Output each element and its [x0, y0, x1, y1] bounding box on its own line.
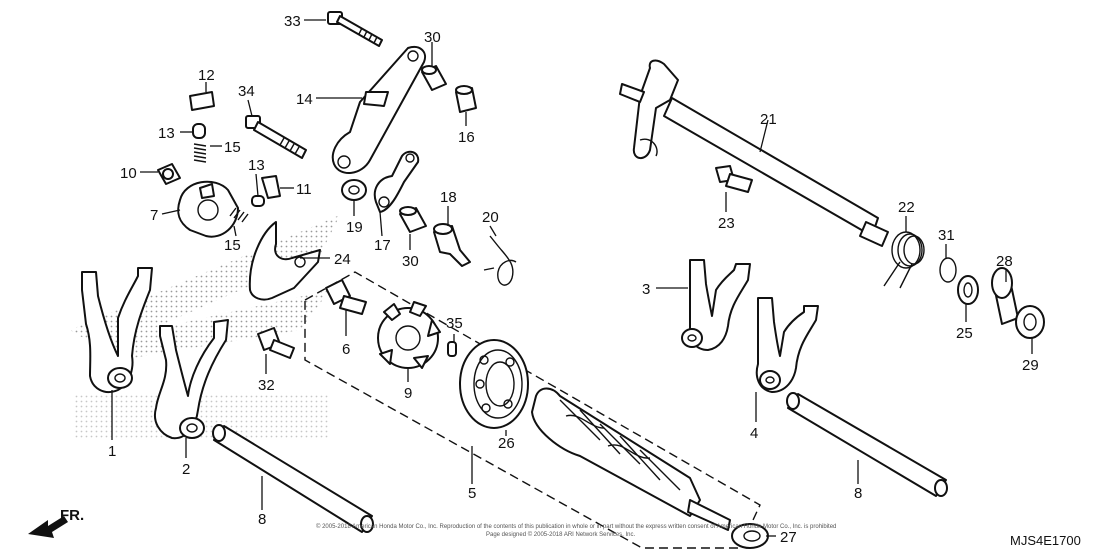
part-11-clip[interactable] [261, 175, 281, 199]
label-part-24[interactable]: 24 [334, 251, 351, 268]
label-part-30-upper[interactable]: 30 [424, 29, 441, 46]
label-part-13-upper[interactable]: 13 [158, 125, 175, 142]
label-part-28[interactable]: 28 [996, 253, 1013, 270]
part-28-needle-bearing[interactable] [991, 267, 1019, 325]
part-8-shaft-left[interactable] [212, 424, 374, 533]
label-part-30-lower[interactable]: 30 [402, 253, 419, 270]
label-part-3[interactable]: 3 [642, 281, 650, 298]
label-part-14[interactable]: 14 [296, 91, 313, 108]
label-part-15-upper[interactable]: 15 [224, 139, 241, 156]
part-23-bolt[interactable] [715, 165, 753, 193]
arrow-icon [28, 516, 68, 538]
part-18-bolt[interactable] [433, 223, 471, 267]
label-part-1[interactable]: 1 [108, 443, 116, 460]
label-part-17[interactable]: 17 [374, 237, 391, 254]
part-26-bearing[interactable] [459, 339, 529, 429]
label-part-22[interactable]: 22 [898, 199, 915, 216]
part-5-shift-drum[interactable] [531, 387, 731, 531]
label-part-13-lower[interactable]: 13 [248, 157, 265, 174]
part-15-spring-upper[interactable] [193, 143, 207, 163]
part-10-bolt[interactable] [157, 163, 181, 185]
label-part-26[interactable]: 26 [498, 435, 515, 452]
label-part-15-lower[interactable]: 15 [224, 237, 241, 254]
direction-label: FR. [60, 507, 84, 524]
part-7-drum-shifter[interactable] [177, 180, 239, 238]
copyright-line-1: © 2005-2018 American Honda Motor Co., In… [316, 523, 836, 530]
diagram-code: MJS4E1700 [1010, 533, 1081, 548]
label-part-35[interactable]: 35 [446, 315, 463, 332]
part-30-collar-upper[interactable] [421, 65, 447, 91]
part-30-collar-lower[interactable] [399, 206, 427, 233]
label-part-32[interactable]: 32 [258, 377, 275, 394]
assembly-boundary-dashed [304, 271, 761, 549]
part-32-bolt[interactable] [257, 327, 295, 359]
label-part-6[interactable]: 6 [342, 341, 350, 358]
label-part-27[interactable]: 27 [780, 529, 797, 546]
part-14-stopper-plate[interactable] [331, 46, 426, 174]
part-24-plate[interactable] [248, 221, 321, 301]
label-part-29[interactable]: 29 [1022, 357, 1039, 374]
part-13-pin-lower[interactable] [251, 195, 265, 207]
label-part-21[interactable]: 21 [760, 111, 777, 128]
part-22-spring[interactable] [883, 231, 925, 289]
part-19-washer[interactable] [341, 179, 367, 201]
part-20-spring[interactable] [483, 235, 517, 286]
copyright-line-2: Page designed © 2005-2018 ARI Network Se… [486, 531, 636, 538]
part-6-bolt[interactable] [325, 279, 367, 315]
part-27-bearing[interactable] [731, 523, 769, 549]
part-21-gearshift-spindle[interactable] [619, 59, 889, 247]
label-part-18[interactable]: 18 [440, 189, 457, 206]
part-17-stopper-arm[interactable] [373, 150, 420, 213]
copyright-footer: © 2005-2018 American Honda Motor Co., In… [316, 523, 836, 538]
label-part-8-right[interactable]: 8 [854, 485, 862, 502]
part-8-shaft-right[interactable] [786, 392, 948, 497]
leader-lines [111, 19, 1033, 537]
label-part-8-left[interactable]: 8 [258, 511, 266, 528]
label-part-23[interactable]: 23 [718, 215, 735, 232]
part-34-bolt[interactable] [245, 115, 307, 159]
part-12-clip[interactable] [189, 91, 215, 111]
label-part-12[interactable]: 12 [198, 67, 215, 84]
label-part-34[interactable]: 34 [238, 83, 255, 100]
part-4-shift-fork[interactable] [755, 297, 819, 393]
front-direction-indicator: FR. [28, 507, 84, 538]
label-part-16[interactable]: 16 [458, 129, 475, 146]
part-9-star-plate[interactable] [377, 301, 441, 369]
label-part-2[interactable]: 2 [182, 461, 190, 478]
label-part-9[interactable]: 9 [404, 385, 412, 402]
label-part-10[interactable]: 10 [120, 165, 137, 182]
label-part-11[interactable]: 11 [296, 181, 312, 198]
label-part-4[interactable]: 4 [750, 425, 758, 442]
brand-watermark [70, 215, 340, 440]
label-part-5[interactable]: 5 [468, 485, 476, 502]
part-13-pin-upper[interactable] [192, 123, 206, 139]
part-1-shift-fork[interactable] [81, 267, 153, 394]
part-33-bolt[interactable] [327, 11, 383, 47]
part-2-shift-fork[interactable] [154, 319, 229, 440]
part-25-washer[interactable] [957, 275, 979, 305]
part-31-circlip[interactable] [939, 257, 957, 283]
part-35-pin[interactable] [447, 341, 457, 357]
label-part-7[interactable]: 7 [150, 207, 158, 224]
part-15-spring-lower[interactable] [229, 207, 249, 223]
part-29-oil-seal[interactable] [1015, 305, 1045, 339]
label-part-19[interactable]: 19 [346, 219, 363, 236]
label-part-25[interactable]: 25 [956, 325, 973, 342]
part-labels: 33 30 14 16 12 13 15 34 10 7 13 15 11 24… [108, 13, 1039, 546]
label-part-33[interactable]: 33 [284, 13, 301, 30]
label-part-31[interactable]: 31 [938, 227, 955, 244]
label-part-20[interactable]: 20 [482, 209, 499, 226]
part-3-shift-fork[interactable] [681, 259, 751, 351]
part-16-collar[interactable] [455, 85, 477, 113]
